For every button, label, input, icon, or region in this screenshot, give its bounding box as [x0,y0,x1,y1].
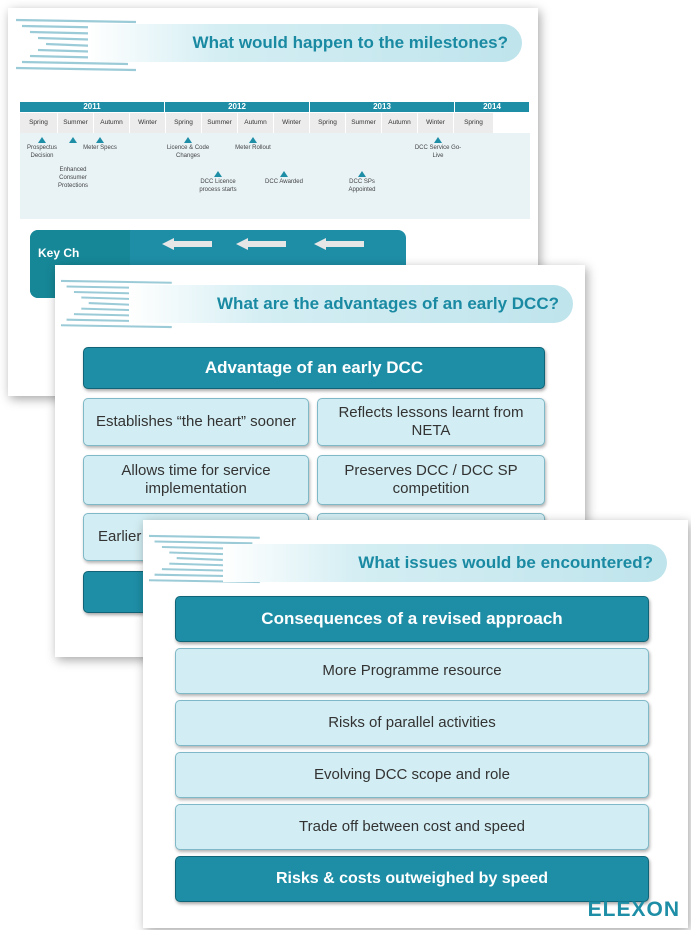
consequences-header: Consequences of a revised approach [175,596,649,642]
slide-title: What would happen to the milestones? [88,24,522,62]
consequences-footer-text: Risks & costs outweighed by speed [275,870,549,887]
advantages-header: Advantage of an early DCC [83,347,545,389]
slide-title: What issues would be encountered? [223,544,667,582]
milestone-label: Enhanced Consumer Protections [57,167,88,189]
arrow-left-icon [162,238,212,250]
season-label: Autumn [238,113,274,133]
slide-title: What are the advantages of an early DCC? [129,285,573,323]
slide-title-text: What issues would be encountered? [358,553,653,572]
advantage-item: Establishes “the heart” sooner [83,398,309,446]
season-label: Summer [58,113,94,133]
year-label: 2014 [455,102,530,112]
milestone-marker-icon [358,171,366,177]
milestone-label: DCC Licence process starts [199,179,237,193]
year-label: 2012 [165,102,310,112]
season-label: Autumn [94,113,130,133]
consequence-item: Trade off between cost and speed [175,804,649,850]
consequences-footer: Risks & costs outweighed by speed [175,856,649,902]
slide-title-text: What are the advantages of an early DCC? [217,294,559,313]
milestone-label: DCC SPs Appointed [348,179,376,193]
advantage-item: Reflects lessons learnt from NETA [317,398,545,446]
milestone-label: DCC Awarded [265,179,303,185]
consequence-item: Evolving DCC scope and role [175,752,649,798]
consequence-item: Risks of parallel activities [175,700,649,746]
milestone: Meter Rollout [234,137,272,153]
season-label: Spring [20,113,58,133]
season-label: Summer [346,113,382,133]
milestone-label: Meter Rollout [235,145,271,151]
milestone-label: Licence & Code Changes [166,145,210,159]
milestone-marker-icon [249,137,257,143]
milestone-marker-icon [69,137,77,143]
advantage-item: Preserves DCC / DCC SP competition [317,455,545,505]
milestone-marker-icon [96,137,104,143]
season-label: Spring [454,113,494,133]
milestone-marker-icon [38,137,46,143]
milestone-label: DCC Service Go-Live [414,145,462,159]
milestone-marker-icon [434,137,442,143]
milestone: Prospectus Decision [20,137,64,161]
milestone: DCC Awarded [264,171,304,187]
timeline-years: 2011 2012 2013 2014 [20,102,530,112]
season-label: Winter [418,113,454,133]
milestone-label: Meter Specs [83,145,117,151]
milestone: Licence & Code Changes [160,137,216,161]
milestone-marker-icon [184,137,192,143]
logo-x-icon [149,534,260,584]
arrow-left-icon [236,238,286,250]
milestone: DCC Service Go-Live [414,137,462,161]
advantages-header-text: Advantage of an early DCC [204,358,424,377]
milestone: Meter Specs [80,137,120,153]
season-label: Winter [130,113,166,133]
year-label: 2011 [20,102,165,112]
timeline-seasons: Spring Summer Autumn Winter Spring Summe… [20,113,530,133]
season-label: Winter [274,113,310,133]
consequences-header-text: Consequences of a revised approach [261,609,563,628]
slide-issues: What issues would be encountered? Conseq… [143,520,688,928]
consequence-item: More Programme resource [175,648,649,694]
milestone-marker-icon [214,171,222,177]
season-label: Spring [310,113,346,133]
milestone: DCC SPs Appointed [340,171,384,195]
slide-title-text: What would happen to the milestones? [192,33,508,52]
timeline-body: Prospectus Decision Enhanced Consumer Pr… [20,133,530,219]
milestone-label: Prospectus Decision [26,145,57,159]
season-label: Autumn [382,113,418,133]
milestone: DCC Licence process starts [190,171,246,195]
season-label: Summer [202,113,238,133]
milestone: Enhanced Consumer Protections [52,137,94,190]
season-label: Spring [166,113,202,133]
elexon-logo: ELEXON [587,898,680,921]
arrow-left-icon [314,238,364,250]
milestone-marker-icon [280,171,288,177]
year-label: 2013 [310,102,455,112]
advantage-item: Allows time for service implementation [83,455,309,505]
